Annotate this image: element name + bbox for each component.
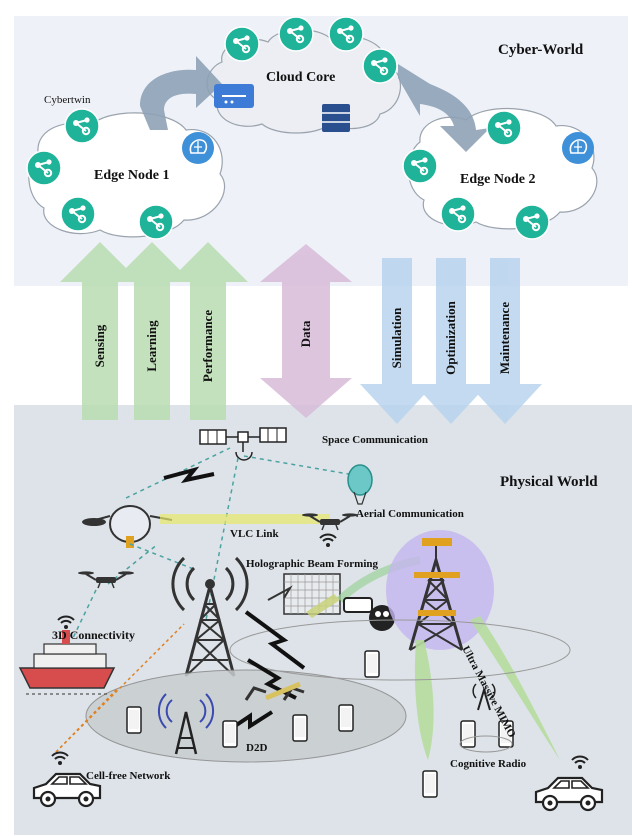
arrow-performance <box>168 242 248 420</box>
label-data: Data <box>298 320 313 348</box>
arrow-simulation <box>360 258 434 424</box>
vlc-link-label: VLC Link <box>230 528 279 540</box>
label-learning: Learning <box>144 320 159 372</box>
robot-arm-icon <box>244 681 305 701</box>
label-sensing: Sensing <box>92 324 107 368</box>
aerial-communication-label: Aerial Communication <box>356 508 464 520</box>
ship-icon <box>18 630 116 695</box>
cell-free-network-label: Cell-free Network <box>86 770 171 782</box>
label-performance: Performance <box>200 309 215 383</box>
arrow-cloud-edge2 <box>398 64 490 152</box>
satellite-icon <box>199 427 287 461</box>
label-maintenance: Maintenance <box>497 301 512 375</box>
arrow-sensing <box>60 242 140 420</box>
cloud-core-label: Cloud Core <box>266 70 336 85</box>
cognitive-radio-label: Cognitive Radio <box>450 758 527 770</box>
vlc-beam <box>160 514 330 524</box>
physical-world-panel <box>14 405 632 835</box>
space-communication-label: Space Communication <box>322 434 429 446</box>
lightning-space <box>163 466 215 484</box>
edge-node-1-label: Edge Node 1 <box>94 168 170 183</box>
3d-connectivity-label: 3D Connectivity <box>52 628 135 642</box>
arrow-data <box>260 244 352 418</box>
d2d-label: D2D <box>246 742 268 754</box>
cognitive-antenna-icon <box>472 683 496 711</box>
arrow-cloud-edge1 <box>140 56 222 130</box>
cloud-router-icon <box>214 84 254 108</box>
arrow-learning <box>112 242 192 420</box>
physical-world-title: Physical World <box>500 474 598 490</box>
cyber-world-title: Cyber-World <box>498 42 584 58</box>
arrow-optimization <box>414 258 488 424</box>
holographic-beam-label: Holographic Beam Forming <box>246 558 378 570</box>
label-simulation: Simulation <box>389 307 404 369</box>
holographic-panel-icon <box>267 573 341 618</box>
arrow-maintenance <box>468 258 542 424</box>
vr-user-icon <box>343 597 395 631</box>
small-cell-tower-icon <box>157 693 215 755</box>
base-station-tower-icon <box>171 556 249 677</box>
mid-area <box>229 619 571 681</box>
label-optimization: Optimization <box>443 301 458 375</box>
edge-node-2-label: Edge Node 2 <box>460 172 536 187</box>
cybertwin-label: Cybertwin <box>44 94 91 106</box>
cloud-server-icon <box>322 104 350 132</box>
d2d-area <box>85 669 407 763</box>
balloon-icon <box>347 464 373 505</box>
